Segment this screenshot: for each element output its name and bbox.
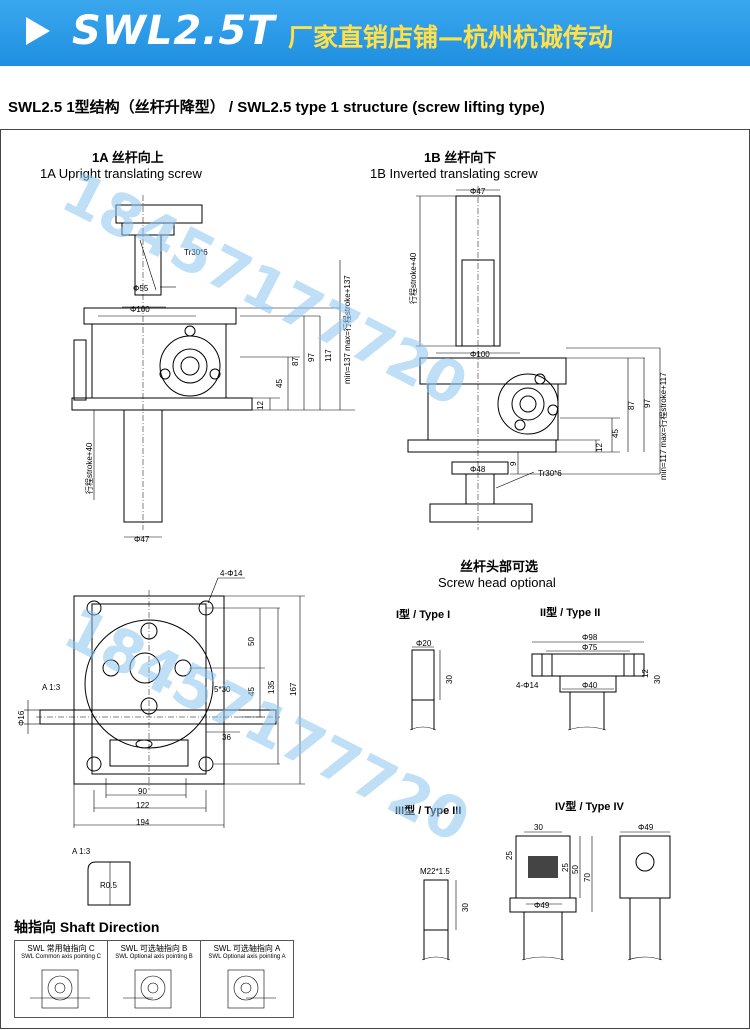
top-view-drawing: 4-Φ14 50 45 135 167 5*30 A 1:3 Φ16 36 90… [17, 569, 305, 828]
dim-m22: M22*1.5 [420, 867, 450, 876]
dim-9: 9 [509, 461, 518, 466]
view-1a-drawing: Tr30*6 Φ55 Φ100 Φ47 12 45 87 97 117 min=… [71, 195, 355, 544]
shaft-direction-title: 轴指向 Shaft Direction [14, 919, 160, 935]
shaft-option-b-en: SWL Optional axis pointing B [115, 954, 193, 960]
dim-167: 167 [289, 682, 298, 696]
dim-117-1a: 117 [324, 349, 333, 362]
header-banner: SWL2.5T 厂家直销店铺—杭州杭诚传动 [0, 0, 750, 66]
shop-name: 厂家直销店铺—杭州杭诚传动 [288, 23, 614, 52]
dim-12-t2: 12 [641, 669, 650, 678]
dim-5x30: 5*30 [214, 685, 231, 694]
shaft-option-c-cn: SWL 常用轴指向 C [27, 944, 95, 953]
dim-135: 135 [267, 680, 276, 694]
watermark-lower: 18457177720 [54, 594, 480, 856]
screw-head-cn: 丝杆头部可选 [460, 559, 539, 574]
dim-d75: Φ75 [582, 643, 598, 652]
section-title: SWL2.5 1型结构（丝杆升降型） / SWL2.5 type 1 struc… [8, 99, 545, 116]
shaft-option-a-cn: SWL 可选轴指向 A [213, 944, 281, 953]
dim-45-1b: 45 [611, 429, 620, 438]
dim-d47-1a: Φ47 [134, 535, 150, 544]
type-2-label: II型 / Type II [540, 607, 601, 619]
dim-194: 194 [136, 818, 150, 827]
type-3-drawing: M22*1.5 30 [420, 867, 470, 961]
dim-d20: Φ20 [416, 639, 432, 648]
dim-70: 70 [583, 873, 592, 882]
dim-122: 122 [136, 801, 150, 810]
dim-min117: min=117 max=行程stroke+117 [658, 372, 668, 480]
screw-head-en: Screw head optional [438, 575, 556, 590]
type-2-drawing: Φ98 Φ75 Φ40 4-Φ14 12 30 [516, 633, 662, 731]
dim-d98: Φ98 [582, 633, 598, 642]
dim-45-1a: 45 [275, 379, 284, 388]
dim-30-t1: 30 [445, 675, 454, 684]
detail-a-drawing: A 1:3 R0.5 [72, 847, 131, 906]
type-1-label: I型 / Type I [396, 609, 451, 621]
dim-50-top: 50 [247, 637, 256, 646]
dim-4xd14-top: 4-Φ14 [220, 569, 243, 578]
shaft-option-c-en: SWL Common axis pointing C [21, 954, 101, 960]
view-1a-cn: 1A 丝杆向上 [92, 150, 164, 165]
shaft-option-a: SWL 可选轴指向 A SWL Optional axis pointing A [200, 940, 294, 1018]
dim-d48: Φ48 [470, 465, 486, 474]
dim-25-t4b: 25 [561, 863, 570, 872]
dim-tr30-1b: Tr30*6 [538, 469, 562, 478]
view-1b-en: 1B Inverted translating screw [370, 166, 538, 181]
type-4-drawing: 30 Φ49 25 25 50 70 Φ49 [505, 823, 671, 961]
view-1a-en: 1A Upright translating screw [40, 166, 202, 181]
type-4-label: IV型 / Type IV [555, 801, 624, 813]
play-arrow-icon [26, 17, 50, 45]
shaft-option-a-en: SWL Optional axis pointing A [208, 954, 286, 960]
dim-30-t2: 30 [653, 675, 662, 684]
dim-12-1b: 12 [595, 443, 604, 452]
detail-a-label: A 1:3 [72, 847, 91, 856]
dim-d47-1b: Φ47 [470, 187, 486, 196]
dim-stroke-1a: 行程stroke+40 [84, 442, 94, 494]
dim-50-t4: 50 [571, 865, 580, 874]
shaft-direction-icons [30, 969, 276, 1009]
dim-d55: Φ55 [133, 284, 149, 293]
dim-25-t4a: 25 [505, 851, 514, 860]
detail-a-top: A 1:3 [42, 683, 61, 692]
dim-97-1b: 97 [643, 399, 652, 408]
dim-d16: Φ16 [17, 710, 26, 726]
shaft-option-b-cn: SWL 可选轴指向 B [120, 944, 188, 953]
dim-30-t4: 30 [534, 823, 543, 832]
dim-45-top: 45 [247, 687, 256, 696]
type-3-label: III型 / Type III [395, 805, 462, 817]
dim-97-1a: 97 [307, 353, 316, 362]
dim-d100-1a: Φ100 [130, 305, 150, 314]
model-title: SWL2.5T [72, 8, 276, 54]
view-1b-cn: 1B 丝杆向下 [424, 150, 497, 165]
dim-36: 36 [222, 733, 231, 742]
dim-30-t3: 30 [461, 903, 470, 912]
dim-87-1b: 87 [627, 401, 636, 410]
dim-12-1a: 12 [256, 401, 265, 410]
dim-d49-t4b: Φ49 [638, 823, 654, 832]
dim-90: 90 [138, 787, 147, 796]
dim-min137: min=137 max=行程stroke+137 [342, 275, 352, 384]
view-1b-drawing: Φ47 Φ100 Φ48 Tr30*6 9 12 45 87 97 min=11… [407, 186, 668, 530]
dim-d100-1b: Φ100 [470, 350, 490, 359]
dim-tr30-1a: Tr30*6 [184, 248, 208, 257]
dim-4xd14-t2: 4-Φ14 [516, 681, 539, 690]
dim-d49-t4a: Φ49 [534, 901, 550, 910]
dim-87-1a: 87 [291, 357, 300, 366]
type-1-drawing: Φ20 30 [409, 639, 454, 731]
dim-d40: Φ40 [582, 681, 598, 690]
dim-stroke-1b: 行程stroke+40 [408, 252, 418, 304]
dim-r05: R0.5 [100, 881, 117, 890]
